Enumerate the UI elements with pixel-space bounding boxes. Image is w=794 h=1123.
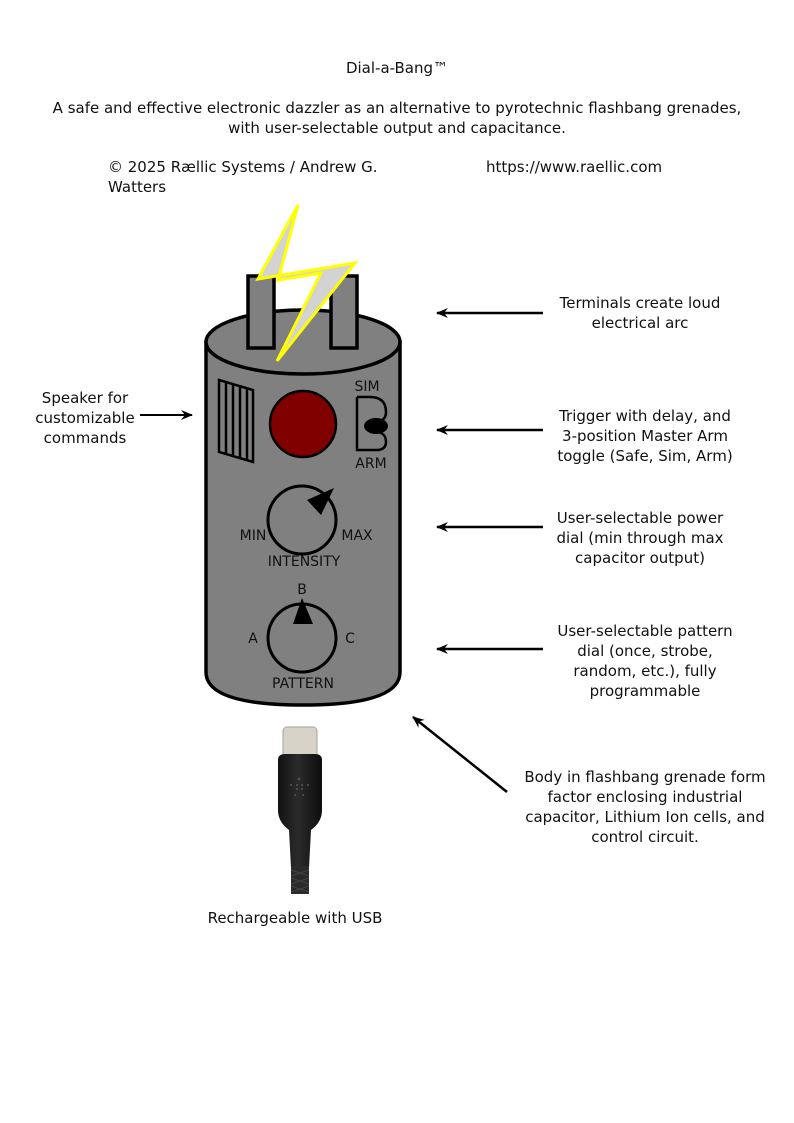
- arrow-body: [412, 716, 508, 793]
- intensity-dial[interactable]: [266, 484, 338, 556]
- speaker-grille-icon: [217, 378, 255, 464]
- copyright: © 2025 Rællic Systems / Andrew G. Watter…: [108, 158, 378, 196]
- usb-cable-icon: [278, 726, 322, 894]
- callout-trigger: Trigger with delay, and 3-position Maste…: [557, 407, 733, 465]
- intensity-pointer-icon: [307, 488, 334, 515]
- callout-terminals: Terminals create loud electrical arc: [559, 294, 721, 332]
- lightning-bolt-icon: [255, 204, 359, 362]
- intensity-label: INTENSITY: [268, 554, 341, 570]
- pattern-option-c: C: [345, 631, 355, 647]
- master-arm-toggle[interactable]: [355, 395, 388, 452]
- callout-speaker: Speaker for customizable commands: [35, 389, 135, 447]
- grenade-body: [204, 308, 402, 707]
- callout-pattern-dial: User-selectable pattern dial (once, stro…: [557, 622, 733, 700]
- pattern-pointer-icon: [293, 598, 313, 624]
- terminal-left: [246, 274, 276, 350]
- subtitle: A safe and effective electronic dazzler …: [52, 99, 742, 137]
- toggle-label-arm: ARM: [355, 456, 386, 472]
- title: Dial-a-Bang™: [345, 59, 449, 77]
- callout-power-dial: User-selectable power dial (min through …: [556, 509, 724, 567]
- website-link[interactable]: https://www.raellic.com: [486, 158, 663, 176]
- intensity-min-label: MIN: [240, 528, 267, 544]
- pattern-label: PATTERN: [272, 676, 334, 692]
- pattern-option-b: B: [297, 582, 307, 598]
- toggle-knob[interactable]: [364, 418, 388, 434]
- pattern-option-a: A: [248, 631, 258, 647]
- callout-usb: Rechargeable with USB: [207, 909, 383, 927]
- trigger-button[interactable]: [268, 389, 338, 459]
- intensity-max-label: MAX: [341, 528, 373, 544]
- toggle-label-sim: SIM: [354, 379, 379, 395]
- callout-body: Body in flashbang grenade form factor en…: [524, 768, 766, 846]
